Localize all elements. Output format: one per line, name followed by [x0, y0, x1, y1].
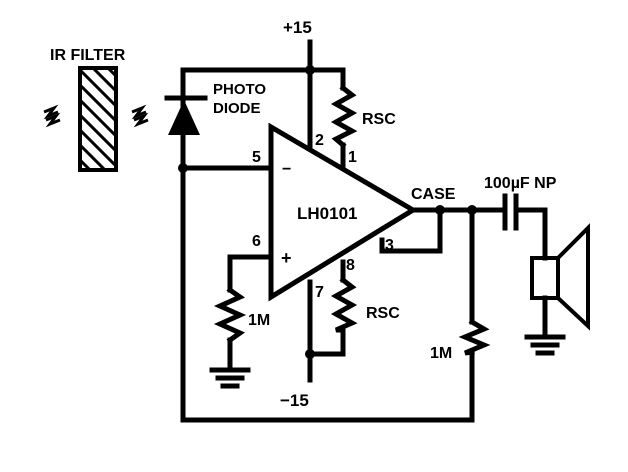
light-rays-icon: [43, 104, 61, 128]
r-feedback-label: 1M: [430, 345, 452, 362]
ir-filter-label: IR FILTER: [50, 47, 126, 64]
ground-icon: [524, 334, 566, 356]
pin-8-label: 8: [346, 257, 355, 274]
pin-3-label: 3: [385, 237, 394, 254]
light-rays-icon: [131, 104, 149, 128]
opamp-lh0101: [268, 122, 418, 302]
opamp-label: LH0101: [297, 204, 357, 223]
pin-7-label: 7: [315, 284, 324, 301]
pin-5-label: 5: [252, 149, 261, 166]
inverting-input-sign: −: [282, 161, 291, 178]
resistor-rsc-bottom: [330, 276, 358, 333]
pin-6-label: 6: [252, 233, 261, 250]
wires: [180, 39, 548, 423]
r-input-label: 1M: [248, 312, 270, 329]
resistor-1m-feedback: [458, 318, 491, 356]
pin-1-label: 1: [348, 149, 357, 166]
supply-negative-label: −15: [280, 391, 309, 410]
case-label: CASE: [411, 186, 456, 203]
rsc-bottom-label: RSC: [366, 305, 400, 322]
noninverting-input-sign: +: [281, 248, 292, 268]
photodiode: [164, 95, 208, 135]
supply-positive-label: +15: [283, 18, 312, 37]
resistor-1m-input: [213, 286, 247, 344]
photodiode-label-line2: DIODE: [213, 100, 261, 117]
resistor-rsc-top: [330, 84, 358, 149]
photodiode-label-line1: PHOTO: [213, 81, 266, 98]
junction-dots: [178, 65, 477, 359]
capacitor-100uf: [502, 193, 519, 231]
capacitor-label: 100µF NP: [484, 175, 557, 192]
rsc-top-label: RSC: [362, 111, 396, 128]
pin-2-label: 2: [315, 132, 324, 149]
ground-icon: [209, 367, 251, 389]
speaker-icon: [530, 223, 590, 331]
ir-filter: [78, 66, 118, 172]
